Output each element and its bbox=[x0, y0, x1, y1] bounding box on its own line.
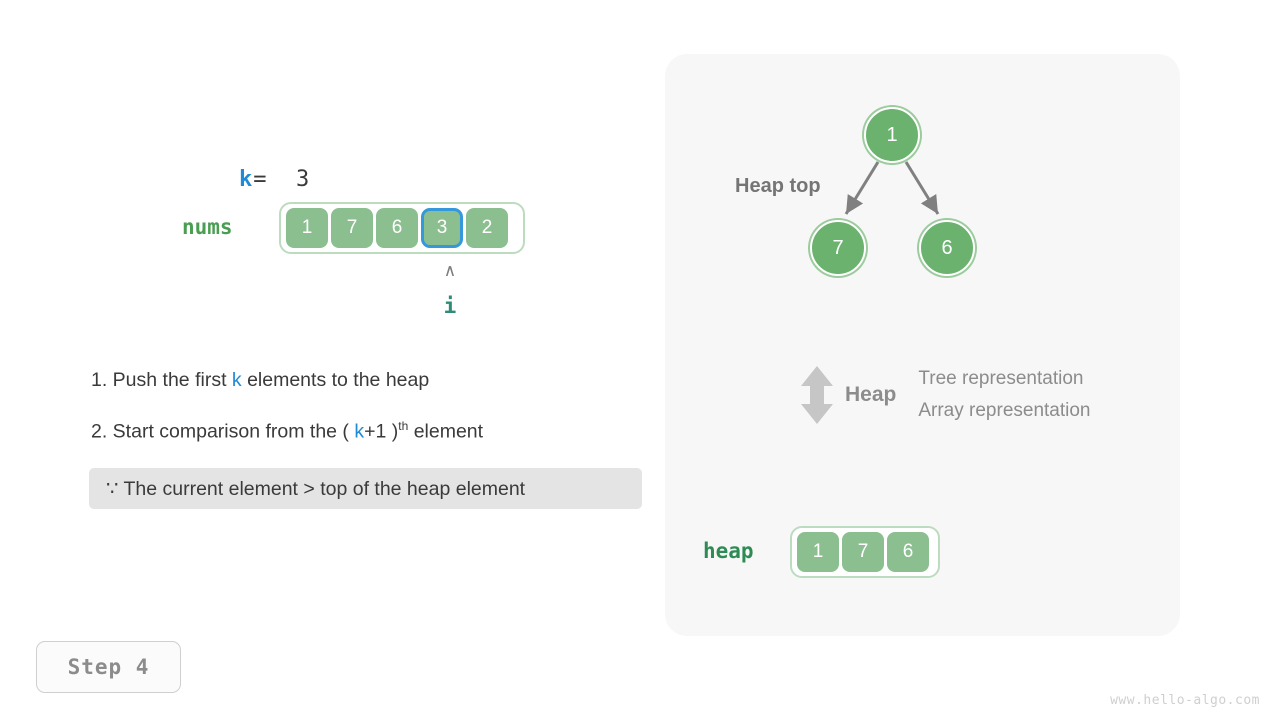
heap-top-label: Heap top bbox=[735, 175, 821, 197]
step-list: 1. Push the first k elements to the heap… bbox=[91, 368, 651, 471]
heap-array-label: heap bbox=[703, 539, 754, 563]
heap-cell-2: 6 bbox=[887, 532, 929, 572]
step-item-1: 1. Push the first k elements to the heap bbox=[91, 368, 651, 393]
step-2-prefix: 2. Start comparison from the ( bbox=[91, 420, 355, 443]
nums-cell-2: 6 bbox=[376, 208, 418, 248]
nums-cell-4: 2 bbox=[466, 208, 508, 248]
step-1-prefix: 1. Push the first bbox=[91, 369, 232, 391]
reason-box: ∵ The current element > top of the heap … bbox=[89, 468, 642, 509]
tree-edges bbox=[844, 161, 940, 215]
pointer-label-i: i bbox=[443, 294, 457, 318]
k-value: = 3 bbox=[253, 167, 311, 192]
heap-cell-1: 7 bbox=[842, 532, 884, 572]
legend-lines: Tree representation Array representation bbox=[918, 368, 1090, 422]
legend-array-representation: Array representation bbox=[918, 400, 1091, 421]
tree-node-right-child: 6 bbox=[919, 220, 975, 276]
heap-visualization-panel: Heap top 1 7 6 Heap Tree representation … bbox=[665, 54, 1180, 636]
variable-k: k bbox=[238, 167, 254, 192]
heap-cell-0: 1 bbox=[797, 532, 839, 572]
step-2-suffix: element bbox=[408, 420, 484, 443]
edge-root-left bbox=[844, 161, 880, 215]
step-1-suffix: elements to the heap bbox=[241, 369, 430, 391]
step-1-variable-k: k bbox=[231, 369, 242, 391]
reason-text: ∵ The current element > top of the heap … bbox=[106, 477, 526, 500]
step-item-2: 2. Start comparison from the ( k+1 )th e… bbox=[91, 419, 651, 445]
legend-title: Heap bbox=[845, 383, 897, 406]
edge-root-right bbox=[904, 161, 940, 215]
nums-label: nums bbox=[182, 215, 233, 239]
k-assignment: k= 3 bbox=[182, 142, 310, 217]
watermark: www.hello-algo.com bbox=[1110, 693, 1260, 708]
nums-cell-0: 1 bbox=[286, 208, 328, 248]
legend: Heap Tree representation Array represent… bbox=[795, 364, 1091, 426]
tree-node-root: 1 bbox=[864, 107, 920, 163]
pointer-caret-icon: ∧ bbox=[443, 261, 457, 281]
legend-tree-representation: Tree representation bbox=[918, 368, 1084, 389]
step-2-mid: +1 ) bbox=[364, 420, 399, 443]
nums-cell-1: 7 bbox=[331, 208, 373, 248]
step-2-superscript: th bbox=[398, 419, 409, 434]
step-2-variable-k: k bbox=[354, 420, 365, 443]
step-badge: Step 4 bbox=[36, 641, 181, 693]
tree-node-left-child: 7 bbox=[810, 220, 866, 276]
double-arrow-vertical-icon bbox=[801, 366, 833, 424]
nums-cell-3: 3 bbox=[421, 208, 463, 248]
